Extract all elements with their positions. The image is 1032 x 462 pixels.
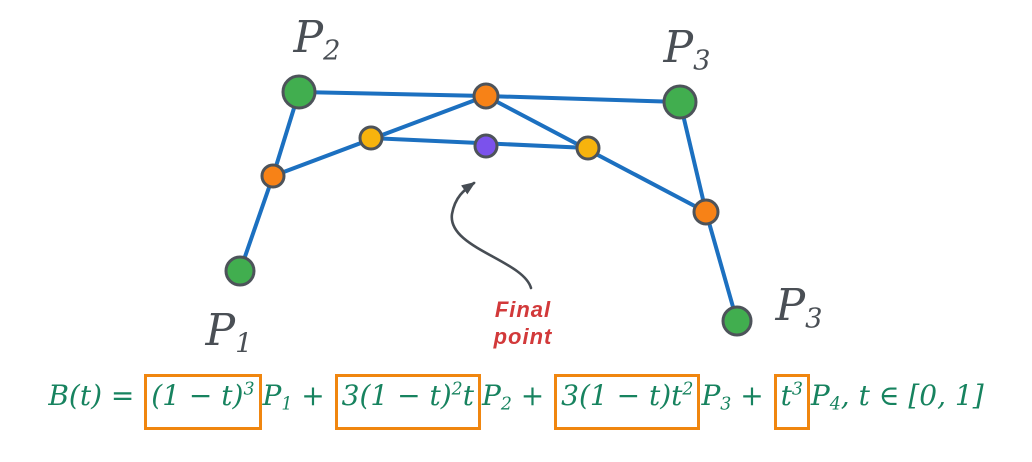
label-p2-sub: 2 bbox=[323, 35, 341, 67]
interp1-point-p1p2 bbox=[260, 163, 286, 189]
label-p1-sub: 1 bbox=[235, 328, 253, 360]
label-p2: P2 bbox=[294, 16, 341, 65]
final-point-annotation-line2: point bbox=[493, 324, 553, 349]
label-p1: P1 bbox=[206, 309, 253, 358]
interp1-point-p3p4 bbox=[692, 198, 720, 226]
control-point-p1 bbox=[224, 255, 256, 287]
final-point bbox=[473, 133, 499, 159]
formula-term1-boxed: (1 − t)3 bbox=[144, 374, 262, 431]
edges-group bbox=[238, 90, 739, 323]
label-p3-bottom: P3 bbox=[776, 284, 823, 333]
formula-term2-boxed: 3(1 − t)2t bbox=[334, 374, 481, 431]
interp2-point-left bbox=[358, 125, 384, 151]
control-point-p4 bbox=[721, 305, 753, 337]
control-point-p3 bbox=[662, 84, 698, 120]
label-p3-top: P3 bbox=[664, 26, 711, 75]
formula-lhs: B(t) = bbox=[48, 379, 144, 412]
interp1-point-p2p3 bbox=[472, 82, 500, 110]
formula-term4-boxed: t3 bbox=[773, 374, 810, 431]
control-point-p2 bbox=[281, 74, 317, 110]
formula-term4-point: P4, t ∈ [0, 1] bbox=[810, 379, 984, 415]
formula-term3-boxed: 3(1 − t)t2 bbox=[554, 374, 701, 431]
label-p3-top-sub: 3 bbox=[693, 45, 711, 77]
label-p1-main: P bbox=[205, 305, 236, 356]
label-p3-bottom-main: P bbox=[775, 280, 806, 331]
final-point-annotation: Final point bbox=[494, 296, 553, 350]
formula-term2-point: P2 + bbox=[481, 379, 554, 415]
interp2-point-right bbox=[575, 135, 601, 161]
label-p3-top-main: P bbox=[663, 22, 694, 73]
points-group bbox=[224, 74, 753, 337]
formula-term1-point: P1 + bbox=[262, 379, 334, 415]
annotation-arrow bbox=[450, 181, 533, 290]
formula-term3-point: P3 + bbox=[701, 379, 773, 415]
label-p2-main: P bbox=[293, 12, 324, 63]
final-point-annotation-line1: Final bbox=[494, 297, 552, 322]
label-p3-bottom-sub: 3 bbox=[805, 303, 823, 335]
